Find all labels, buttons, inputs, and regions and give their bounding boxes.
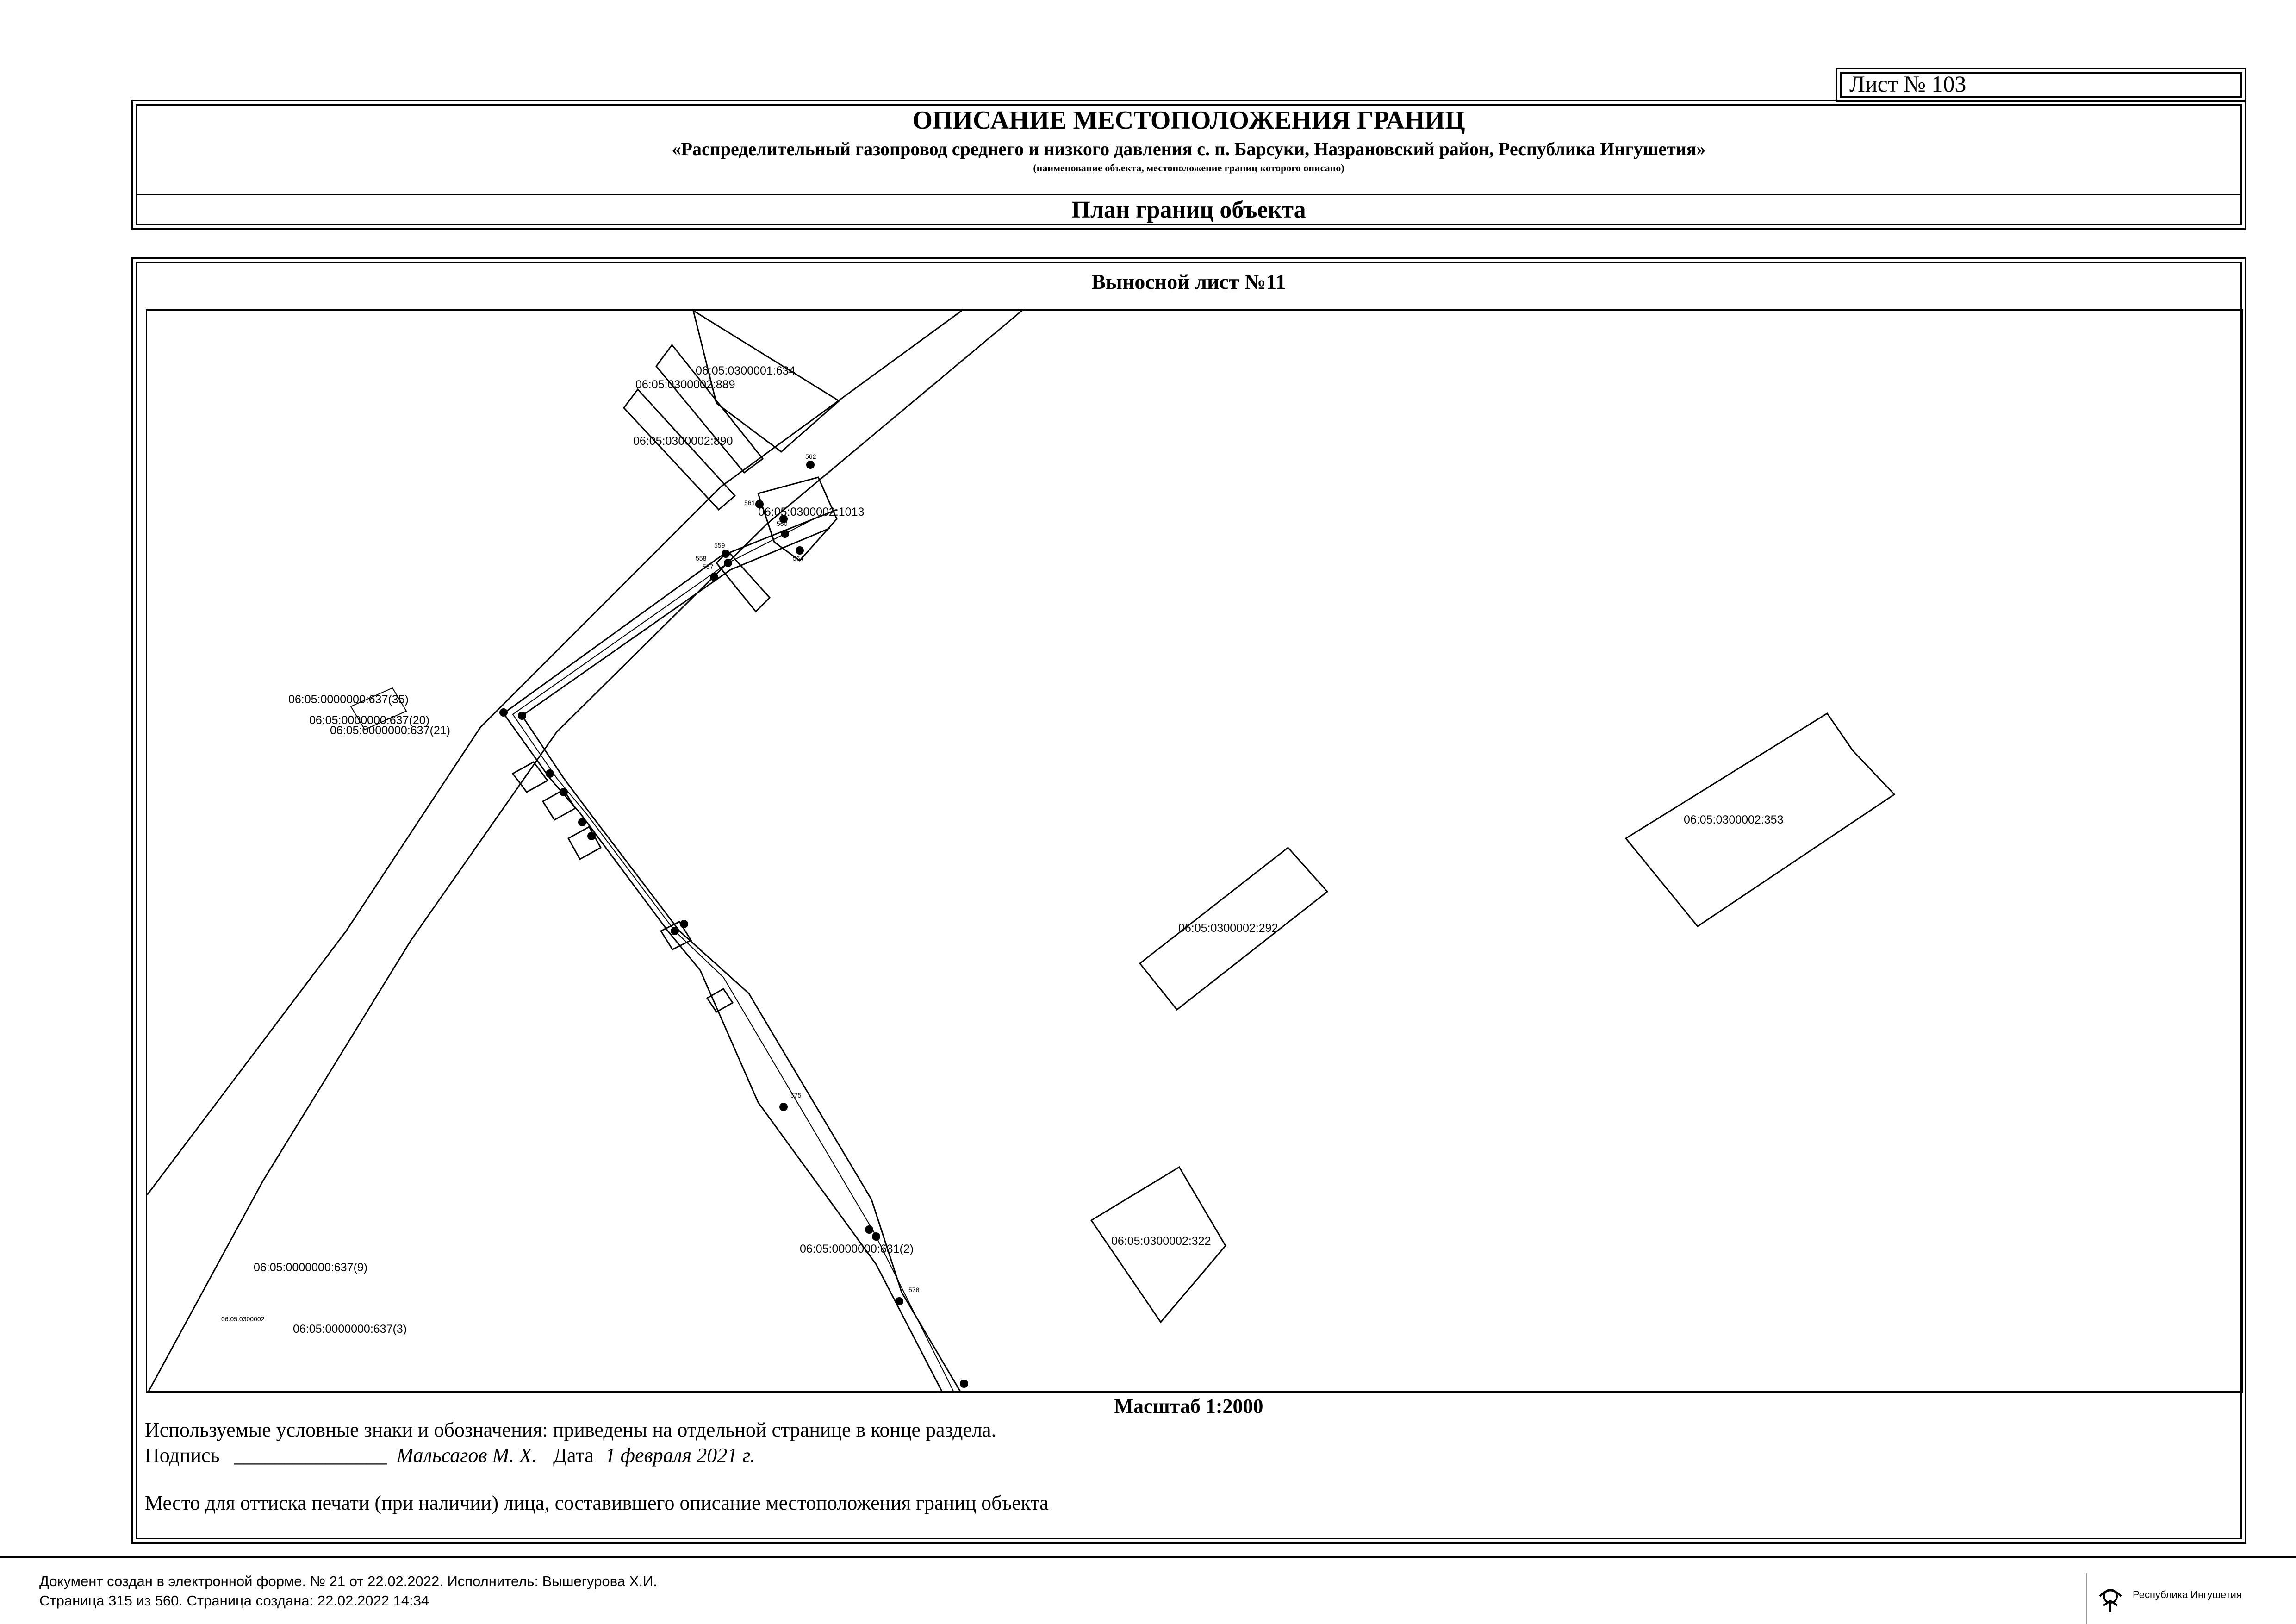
point-557-marker — [710, 573, 718, 581]
building-5 — [706, 988, 734, 1013]
header-divider — [136, 194, 2242, 195]
boundary-point-markers — [499, 461, 968, 1388]
point-559-marker — [722, 550, 730, 558]
parcel-1013-outline — [757, 476, 838, 562]
point-556-marker — [499, 708, 508, 717]
stamp-note: Место для оттиска печати (при наличии) л… — [145, 1492, 1049, 1514]
building-3 — [567, 825, 602, 861]
parcel-322-outline — [1090, 1166, 1226, 1324]
parcel-292-outline — [1139, 846, 1329, 1011]
parcel-label-631: 06:05:0000000:631(2) — [800, 1243, 914, 1255]
signer-name: Мальсагов М. Х. — [396, 1444, 537, 1467]
footer-page-info: Страница 315 из 560. Страница создана: 2… — [39, 1593, 429, 1609]
building-2 — [541, 788, 577, 821]
point-label-560: 560 — [777, 520, 788, 527]
republic-emblem-icon — [2099, 1589, 2122, 1612]
footer-divider — [0, 1556, 2296, 1558]
parcel-label-889: 06:05:0300002:889 — [635, 378, 735, 391]
point-575-marker — [779, 1103, 788, 1111]
point-label-564: 564 — [793, 555, 804, 562]
main-frame — [131, 257, 2246, 1544]
point-576-marker — [865, 1225, 873, 1234]
pipeline-corridor-left — [502, 509, 943, 1391]
parcel-353-outline — [1624, 712, 1896, 928]
main-inner-frame — [136, 262, 2242, 1539]
legend-note: Используемые условные знаки и обозначени… — [145, 1418, 996, 1441]
building-1 — [511, 761, 549, 793]
parcel-637-outline — [350, 687, 407, 731]
point-561-marker — [755, 500, 764, 508]
pipeline-corridor-right — [521, 527, 961, 1391]
sheet-number-box — [1836, 68, 2246, 102]
point-label-557: 557 — [703, 563, 714, 570]
road-edge-right — [148, 311, 1022, 1391]
sheet-number-inner-frame — [1840, 72, 2242, 98]
date-label: Дата — [553, 1444, 594, 1467]
parcel-label-1013: 06:05:0300002:1013 — [758, 506, 864, 518]
parcel-label-890: 06:05:0300002:890 — [633, 435, 733, 448]
parcel-label-322: 06:05:0300002:322 — [1111, 1235, 1211, 1248]
header-inner-frame — [136, 104, 2242, 225]
point-label-559: 559 — [714, 542, 725, 549]
parcel-label-637-21: 06:05:0000000:637(21) — [330, 724, 450, 737]
point-564-marker — [796, 546, 804, 555]
extract-sheet-title: Выносной лист №11 — [1091, 270, 1286, 294]
point-555-marker — [518, 712, 526, 720]
date-value: 1 февраля 2021 г. — [605, 1444, 755, 1467]
footer-document-info: Документ создан в электронной форме. № 2… — [39, 1573, 657, 1589]
point-558-marker — [724, 559, 732, 567]
republic-name: Республика Ингушетия — [2133, 1589, 2242, 1600]
point-label-558: 558 — [696, 555, 707, 562]
parcel-label-637-20: 06:05:0000000:637(20) — [309, 714, 429, 727]
point-label-562: 562 — [805, 453, 816, 460]
footer-separator — [2086, 1573, 2087, 1624]
point-label-575: 575 — [790, 1092, 802, 1099]
signature-blank: _______________ — [234, 1444, 387, 1467]
point-566-marker — [546, 769, 554, 778]
point-571-marker — [680, 920, 688, 928]
parcel-label-292: 06:05:0300002:292 — [1178, 922, 1278, 935]
parcel-label-353: 06:05:0300002:353 — [1684, 813, 1784, 826]
parcel-label-634: 06:05:0300001:634 — [696, 364, 796, 377]
signature-label: Подпись — [145, 1444, 220, 1467]
parcel-890-outline — [623, 388, 736, 511]
point-568-marker — [578, 818, 586, 826]
header-frame — [131, 100, 2246, 230]
structure-outline — [715, 550, 771, 613]
parcel-label-637-35: 06:05:0000000:637(35) — [288, 693, 409, 706]
point-567-marker — [560, 788, 568, 796]
object-name: «Распределительный газопровод среднего и… — [672, 138, 1706, 159]
object-name-caption: (наименование объекта, местоположение гр… — [1033, 162, 1344, 174]
parcel-889-outline — [655, 344, 764, 474]
point-565-marker — [781, 530, 789, 538]
point-560-marker — [779, 515, 788, 523]
point-label-578: 578 — [908, 1286, 920, 1293]
parcel-label-637-3: 06:05:0000000:637(3) — [293, 1323, 407, 1336]
pipeline-axis — [512, 516, 954, 1391]
point-579-marker — [960, 1380, 968, 1388]
parcel-label-637-9: 06:05:0000000:637(9) — [254, 1261, 367, 1274]
building-4 — [660, 921, 692, 950]
parcel-634-outline — [692, 311, 840, 453]
quarter-label-0300002: 06:05:0300002 — [221, 1315, 265, 1323]
point-label-561: 561 — [744, 499, 755, 506]
map-scale: Масштаб 1:2000 — [1114, 1395, 1263, 1418]
point-562-marker — [806, 461, 815, 469]
road-edge-left — [147, 311, 962, 1195]
plan-title: План границ объекта — [1071, 197, 1306, 223]
point-570-marker — [671, 927, 679, 935]
point-577-marker — [872, 1232, 880, 1241]
boundary-map: 562 561 560 564 559 558 557 575 578 06:0… — [146, 309, 2243, 1393]
document-title: ОПИСАНИЕ МЕСТОПОЛОЖЕНИЯ ГРАНИЦ — [912, 106, 1465, 135]
point-578-marker — [895, 1297, 903, 1305]
sheet-number: Лист № 103 — [1849, 71, 1966, 97]
point-569-marker — [587, 832, 596, 840]
signature-line: Подпись _______________ Мальсагов М. Х. … — [145, 1443, 755, 1467]
